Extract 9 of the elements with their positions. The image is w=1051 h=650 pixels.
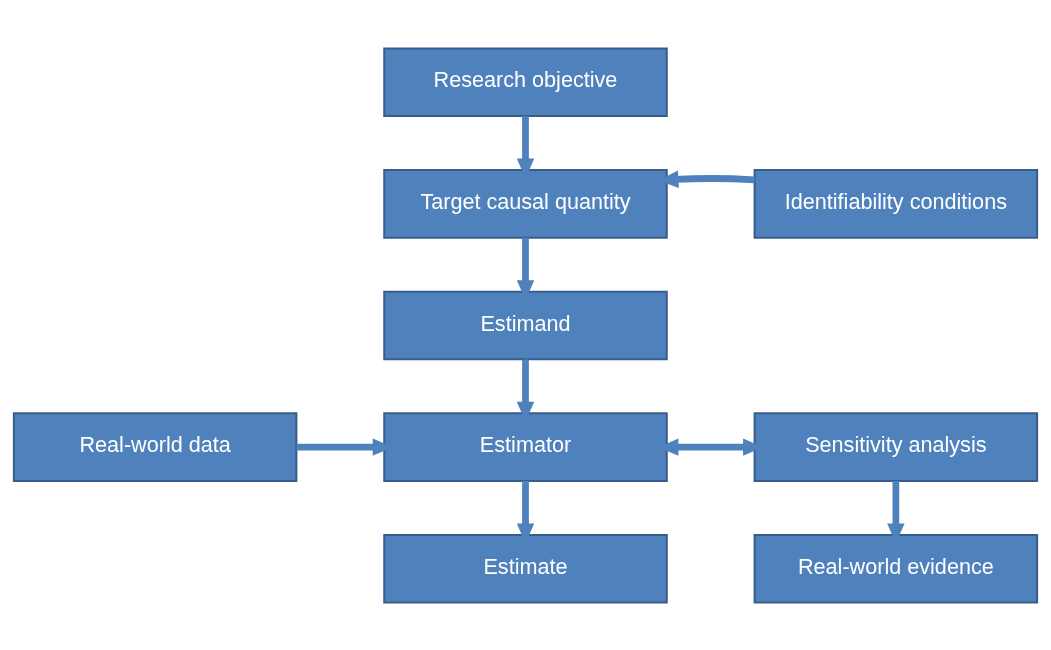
node-box: Research objective xyxy=(383,46,668,117)
node-box: Estimator xyxy=(383,411,668,482)
node-box: Estimand xyxy=(383,290,668,360)
node-box: Target causal quantity xyxy=(383,168,668,239)
node-box: Identifiability conditions xyxy=(753,168,1039,239)
node-box: Sensitivity analysis xyxy=(753,411,1039,482)
node-box: Real-world evidence xyxy=(753,533,1039,604)
node-box: Estimate xyxy=(383,533,668,604)
node-box: Real-world data xyxy=(12,411,298,482)
